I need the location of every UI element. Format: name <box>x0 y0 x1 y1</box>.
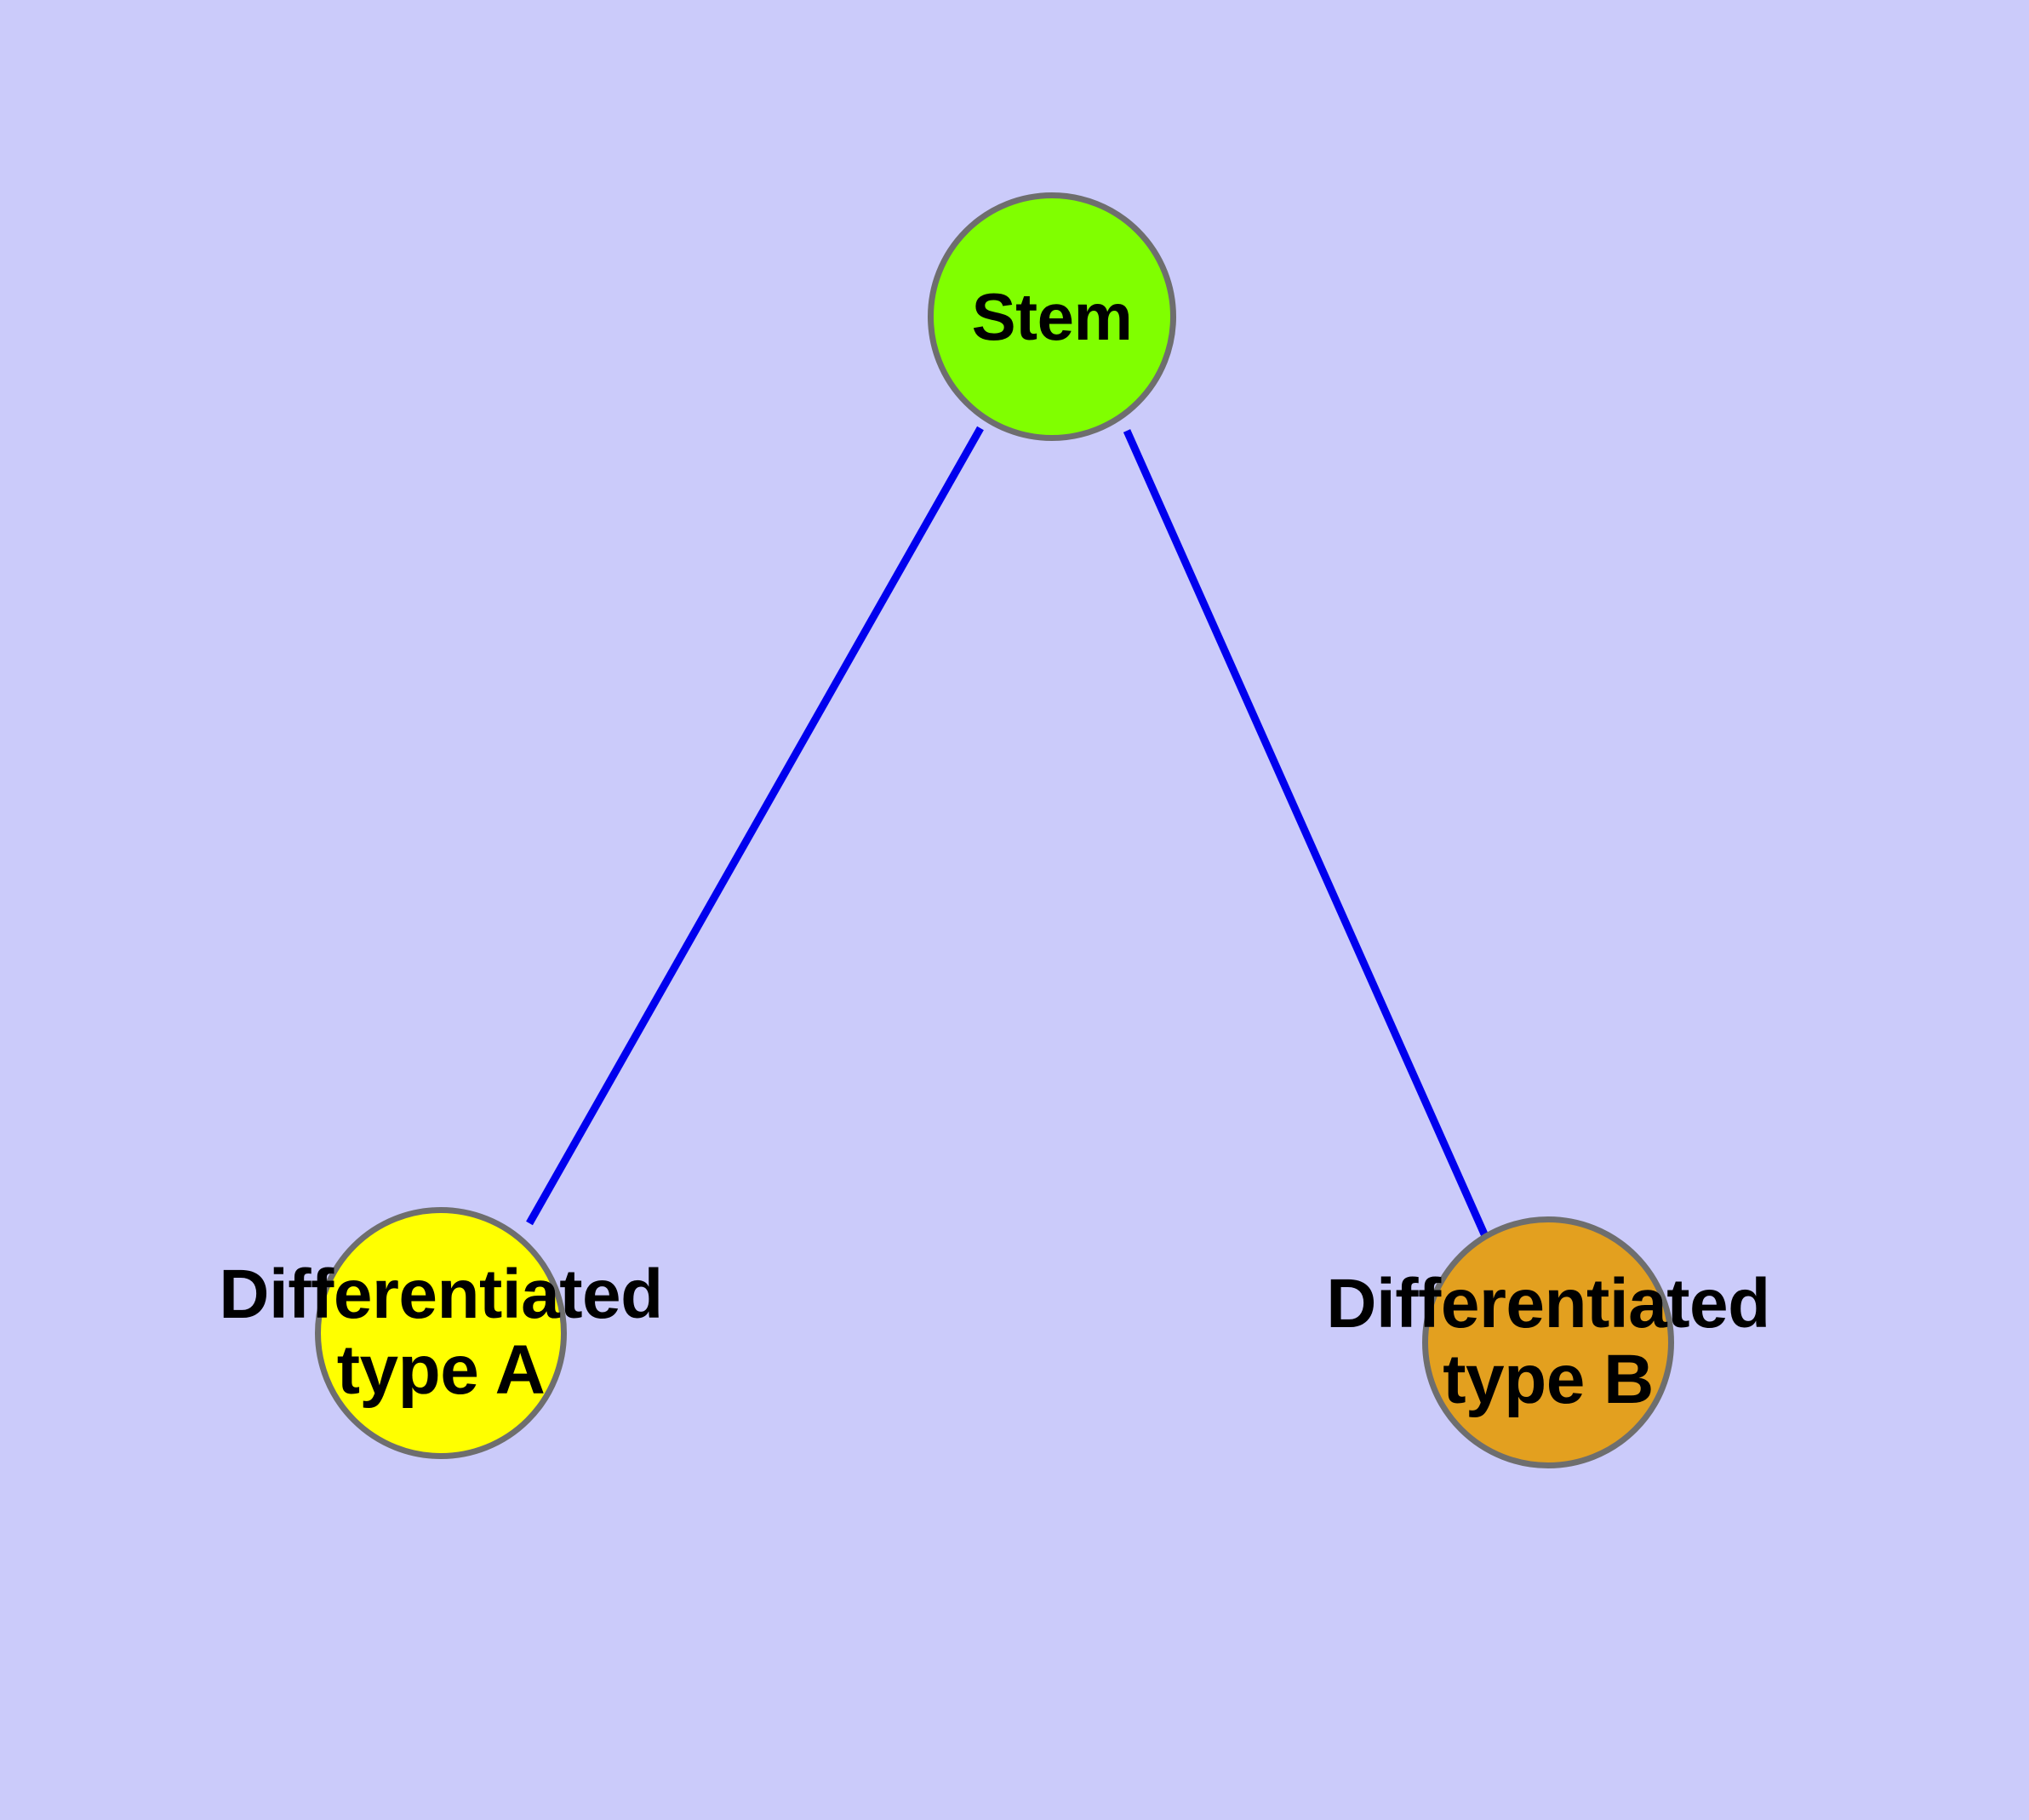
edge-stem-to-differentiated-a[interactable] <box>526 426 984 1226</box>
edge-stem-to-differentiated-b[interactable] <box>1123 429 1489 1238</box>
node-label-differentiated-type-a: Differentiated type A <box>219 1256 663 1409</box>
node-differentiated-type-a[interactable] <box>315 1207 567 1459</box>
node-label-differentiated-type-b: Differentiated type B <box>1326 1265 1770 1418</box>
node-label-stem: Stem <box>971 278 1133 354</box>
node-stem[interactable] <box>928 192 1176 441</box>
node-differentiated-type-b[interactable] <box>1422 1216 1674 1468</box>
